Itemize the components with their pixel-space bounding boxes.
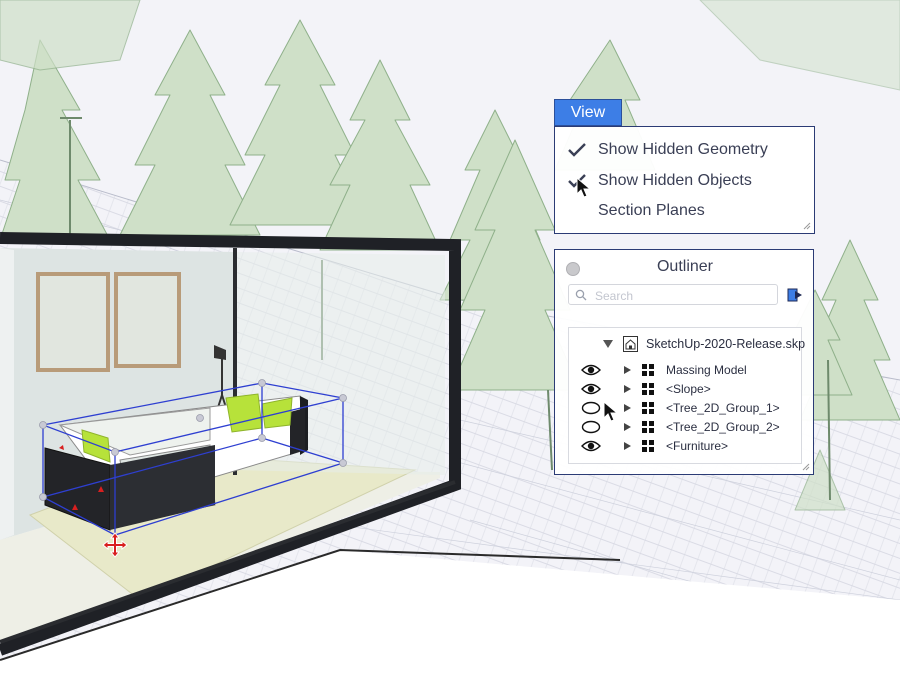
scale-grip-markers <box>59 445 104 510</box>
export-icon[interactable] <box>787 286 805 304</box>
tree-item-label: Massing Model <box>666 363 747 377</box>
tree-root-row[interactable]: SketchUp-2020-Release.skp <box>569 334 805 354</box>
tree-item-label: <Tree_2D_Group_1> <box>666 401 780 415</box>
tree-row[interactable]: <Tree_2D_Group_1> <box>569 399 801 417</box>
expand-triangle-icon[interactable] <box>624 385 631 393</box>
expand-triangle-icon[interactable] <box>624 423 631 431</box>
eye-hidden-icon[interactable] <box>581 401 601 415</box>
check-icon <box>568 174 586 188</box>
tree-row[interactable]: <Furniture> <box>569 437 801 455</box>
collapse-triangle-icon[interactable] <box>603 340 613 348</box>
tree-row[interactable]: <Tree_2D_Group_2> <box>569 418 801 436</box>
component-icon <box>642 402 654 414</box>
component-icon <box>642 421 654 433</box>
eye-icon[interactable] <box>581 382 601 396</box>
move-icon[interactable] <box>102 532 128 558</box>
trees <box>0 0 900 511</box>
component-icon <box>642 440 654 452</box>
expand-triangle-icon[interactable] <box>624 404 631 412</box>
outliner-tree: SketchUp-2020-Release.skp Massing Model … <box>568 327 805 464</box>
menu-item-section-planes[interactable]: Section Planes <box>555 197 814 225</box>
component-icon <box>642 383 654 395</box>
tree-row[interactable]: <Slope> <box>569 380 801 398</box>
view-menu-dropdown: Show Hidden Geometry Show Hidden Objects… <box>554 126 815 234</box>
check-icon <box>568 143 586 157</box>
sofa <box>44 393 308 531</box>
resize-grip-icon[interactable] <box>803 222 811 230</box>
pointer-cursor-icon <box>603 401 619 422</box>
eye-icon[interactable] <box>581 363 601 377</box>
house-icon <box>623 336 638 352</box>
panel-title: Outliner <box>656 258 714 275</box>
search-icon <box>575 289 587 301</box>
tree-item-label: <Slope> <box>666 382 711 396</box>
menu-item-label: Show Hidden Objects <box>598 172 752 189</box>
tree-row[interactable]: Massing Model <box>569 361 801 379</box>
close-button[interactable] <box>566 262 580 276</box>
expand-triangle-icon[interactable] <box>624 442 631 450</box>
tree-item-label: <Furniture> <box>666 439 729 453</box>
pointer-cursor-icon <box>576 177 592 198</box>
expand-triangle-icon[interactable] <box>624 366 631 374</box>
search-input[interactable] <box>593 286 777 305</box>
menu-item-show-hidden-geometry[interactable]: Show Hidden Geometry <box>555 136 814 164</box>
menu-item-label: Show Hidden Geometry <box>598 141 768 158</box>
view-menu-title[interactable]: View <box>554 99 622 126</box>
search-box[interactable] <box>568 284 778 305</box>
menu-item-label: Section Planes <box>598 202 705 219</box>
eye-icon[interactable] <box>581 439 601 453</box>
model-name: SketchUp-2020-Release.skp <box>646 337 806 351</box>
eye-hidden-icon[interactable] <box>581 420 601 434</box>
resize-grip-icon[interactable] <box>802 463 810 471</box>
outliner-panel: Outliner SketchUp-2020-Release.skp Massi… <box>554 249 814 475</box>
menu-item-show-hidden-objects[interactable]: Show Hidden Objects <box>555 167 814 195</box>
bounding-box-grips[interactable] <box>39 379 347 501</box>
component-icon <box>642 364 654 376</box>
tree-item-label: <Tree_2D_Group_2> <box>666 420 780 434</box>
